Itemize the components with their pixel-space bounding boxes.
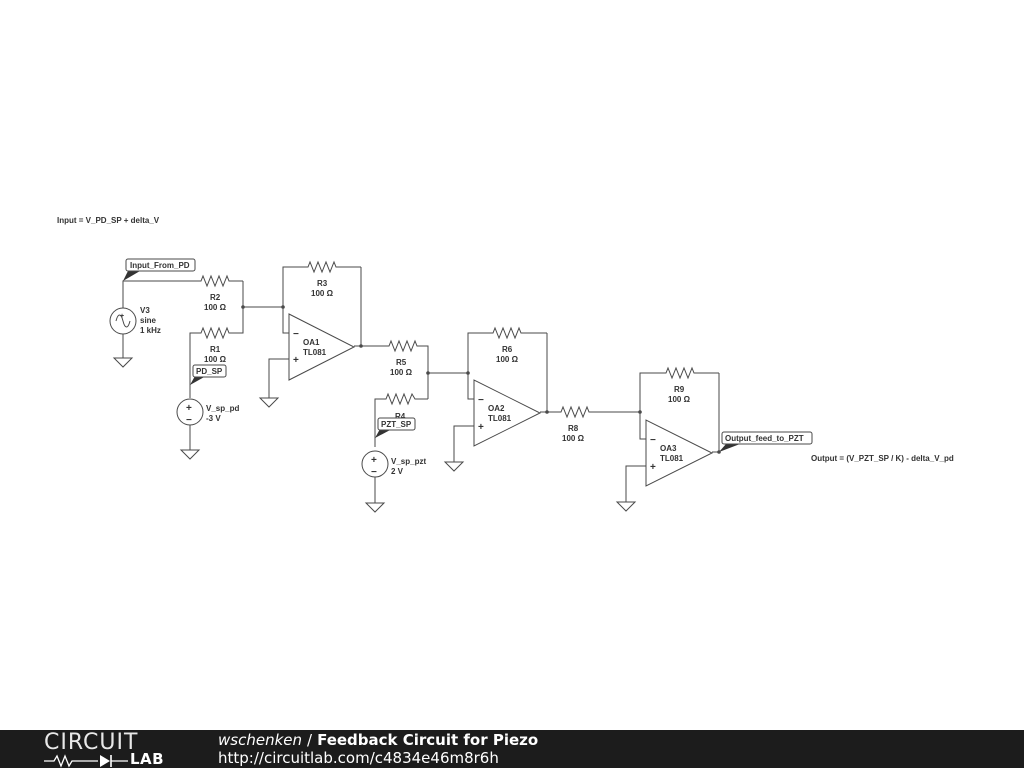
r4-name: R4 — [395, 412, 406, 421]
r2-value: 100 Ω — [204, 303, 227, 312]
oa2-name: OA2 — [488, 404, 505, 413]
pd-sp-label: PD_SP — [196, 367, 223, 376]
r2-name: R2 — [210, 293, 221, 302]
r6-value: 100 Ω — [496, 355, 519, 364]
net-label-output-feed-to-pzt[interactable]: Output_feed_to_PZT — [719, 431, 813, 452]
dc-source-v-sp-pzt[interactable]: + − — [361, 450, 389, 513]
oa1-plus: + — [293, 355, 299, 366]
oa3-part: TL081 — [660, 454, 684, 463]
resistor-r5[interactable] — [386, 339, 420, 353]
circuit-url-link[interactable]: http://circuitlab.com/c4834e46m8r6h — [218, 749, 499, 767]
ground-oa1 — [258, 397, 280, 408]
oa1-part: TL081 — [303, 348, 327, 357]
v-sp-pzt-name: V_sp_pzt — [391, 457, 426, 466]
r8-name: R8 — [568, 424, 579, 433]
v-sp-pd-value: -3 V — [206, 414, 221, 423]
r1-value: 100 Ω — [204, 355, 227, 364]
v3-frequency: 1 kHz — [140, 326, 161, 335]
v-sp-pd-minus: − — [186, 415, 192, 426]
ground-oa2 — [443, 461, 465, 472]
v-sp-pd-plus: + — [186, 403, 192, 414]
oa3-name: OA3 — [660, 444, 677, 453]
author-link[interactable]: wschenken — [218, 731, 302, 749]
oa1-minus: − — [293, 329, 299, 340]
v3-plus-sign: + — [120, 313, 124, 320]
v-sp-pzt-plus: + — [371, 455, 377, 466]
oa3-plus: + — [650, 462, 656, 473]
footer-bar: CIRCUIT LAB wschenken /Feedback Circuit f… — [0, 730, 1024, 768]
resistor-r6[interactable] — [490, 326, 524, 340]
r3-name: R3 — [317, 279, 328, 288]
diode-waveform-icon — [44, 754, 128, 768]
opamp-oa3[interactable] — [645, 419, 719, 487]
oa2-part: TL081 — [488, 414, 512, 423]
dc-source-v-sp-pd[interactable]: + − — [176, 398, 204, 460]
logo-circuit-text: CIRCUIT — [44, 730, 139, 755]
v-sp-pzt-value: 2 V — [391, 467, 404, 476]
v3-name: V3 — [140, 306, 150, 315]
wire-pd-sp — [189, 281, 244, 398]
wire-stage2-summing — [361, 345, 468, 447]
input-from-pd-label: Input_From_PD — [130, 261, 190, 270]
r5-name: R5 — [396, 358, 407, 367]
v-sp-pzt-minus: − — [371, 467, 377, 478]
opamp-oa2[interactable] — [473, 379, 547, 447]
net-label-input-from-pd[interactable]: Input_From_PD — [123, 258, 196, 281]
circuit-title: Feedback Circuit for Piezo — [317, 731, 539, 749]
pzt-sp-label: PZT_SP — [381, 420, 412, 429]
output-equation: Output = (V_PZT_SP / K) - delta_V_pd — [811, 454, 954, 463]
r9-name: R9 — [674, 385, 685, 394]
r8-value: 100 Ω — [562, 434, 585, 443]
circuit-title-line: wschenken /Feedback Circuit for Piezo — [218, 731, 538, 749]
sine-source-v3[interactable]: + — [109, 307, 137, 368]
net-label-pzt-sp[interactable]: PZT_SP — [375, 417, 416, 438]
schematic-canvas: Input = V_PD_SP + delta_V Output = (V_PZ… — [57, 216, 954, 513]
wire-stage2-feedback — [453, 332, 548, 462]
oa1-name: OA1 — [303, 338, 320, 347]
v-sp-pd-name: V_sp_pd — [206, 404, 239, 413]
junction-dots — [241, 305, 721, 454]
ground-oa3 — [615, 501, 637, 512]
wire-stage3 — [547, 372, 720, 502]
opamp-oa1[interactable] — [288, 313, 361, 381]
v3-type: sine — [140, 316, 157, 325]
r9-value: 100 Ω — [668, 395, 691, 404]
circuitlab-logo[interactable]: CIRCUIT LAB — [44, 732, 184, 768]
r3-value: 100 Ω — [311, 289, 334, 298]
resistor-r1[interactable] — [198, 326, 232, 340]
output-feed-label: Output_feed_to_PZT — [725, 434, 804, 443]
resistor-r9[interactable] — [663, 366, 697, 380]
input-equation: Input = V_PD_SP + delta_V — [57, 216, 160, 225]
net-label-pd-sp[interactable]: PD_SP — [190, 364, 227, 385]
logo-lab-text: LAB — [130, 750, 165, 768]
r1-name: R1 — [210, 345, 221, 354]
resistor-r8[interactable] — [558, 405, 592, 419]
resistor-r2[interactable] — [198, 274, 232, 288]
r5-value: 100 Ω — [390, 368, 413, 377]
oa3-minus: − — [650, 435, 656, 446]
wire-stage1-summing — [243, 266, 362, 398]
r6-name: R6 — [502, 345, 513, 354]
title-separator: / — [307, 731, 313, 749]
resistor-r3[interactable] — [305, 260, 339, 274]
oa2-minus: − — [478, 395, 484, 406]
oa2-plus: + — [478, 422, 484, 433]
resistor-r4[interactable] — [384, 392, 418, 406]
